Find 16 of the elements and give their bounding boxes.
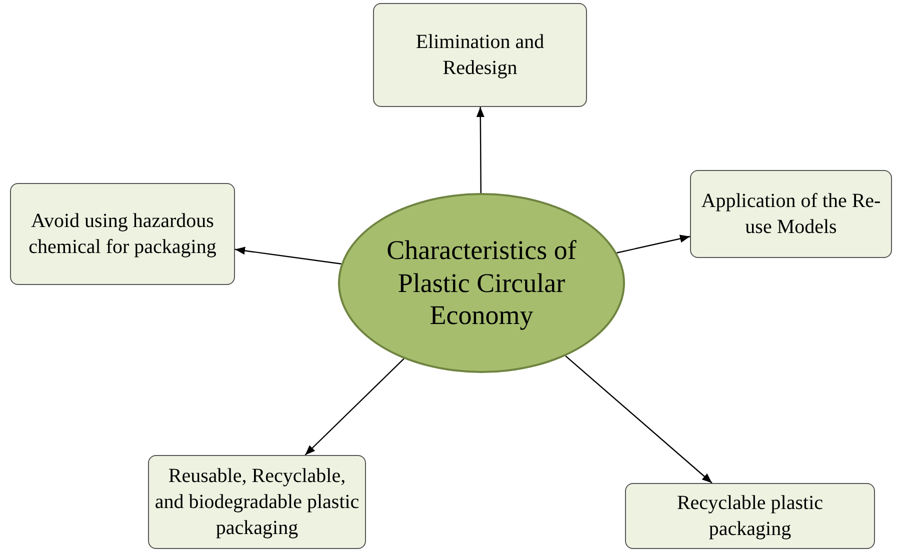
topic-label: Application of the Re-use Models	[700, 189, 882, 240]
central-topic: Characteristics of Plastic Circular Economy	[386, 234, 578, 332]
arrow	[234, 246, 342, 264]
topic-box	[625, 483, 875, 549]
topic-box	[373, 3, 587, 107]
arrow	[476, 107, 484, 193]
arrow	[304, 358, 404, 456]
topic-box	[148, 455, 366, 549]
arrow	[565, 356, 712, 484]
arrow	[616, 234, 690, 254]
topic-box	[10, 183, 235, 285]
topic-label: Recyclable plastic packaging	[676, 491, 824, 542]
topic-label: Avoid using hazardous chemical for packaging	[28, 209, 218, 260]
topic-label: Elimination and Redesign	[414, 30, 546, 81]
topic-label: Reusable, Recyclable, and biodegradable plastic packaging	[154, 464, 360, 541]
topic-box	[690, 170, 892, 258]
